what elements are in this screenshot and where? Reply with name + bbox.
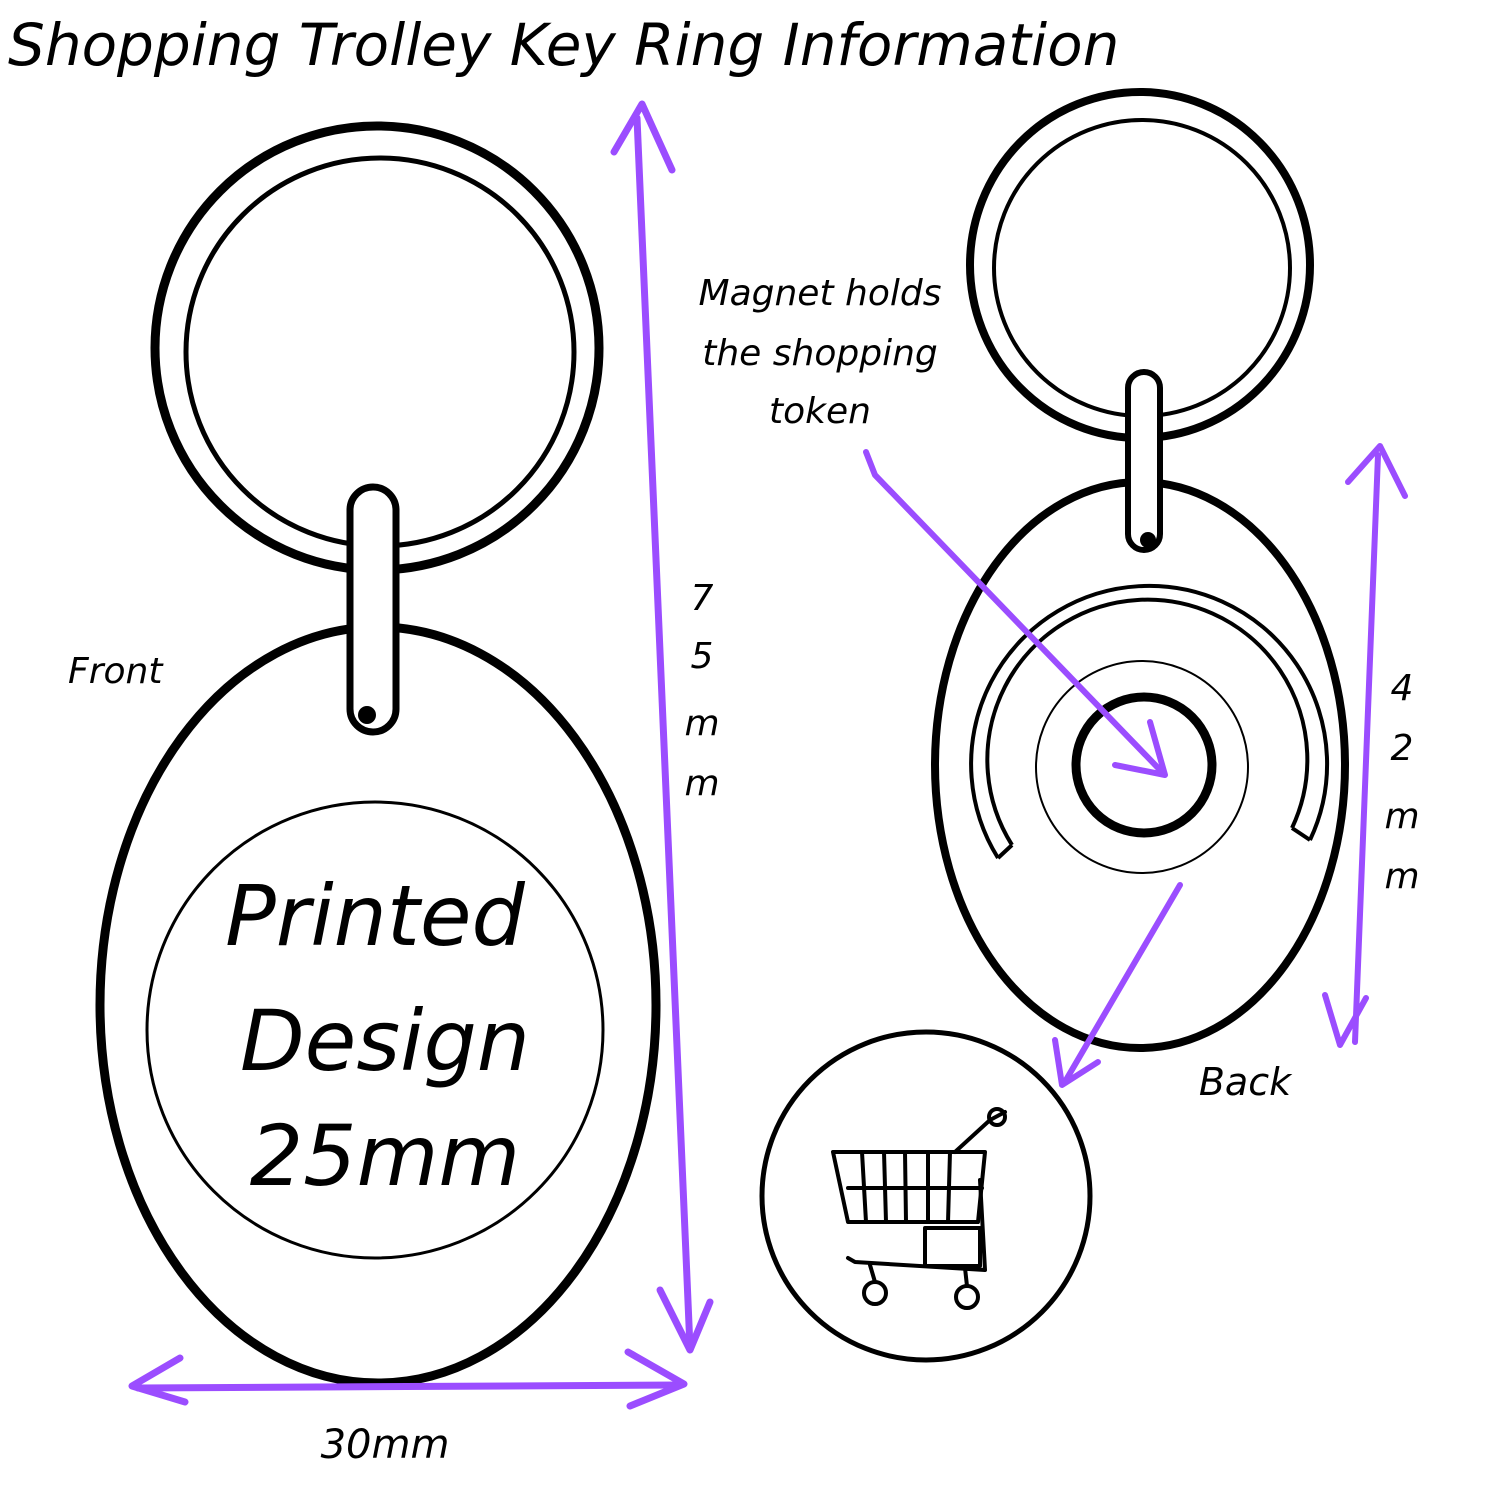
back-link: [1125, 369, 1163, 553]
front-height-arrow: [610, 100, 714, 1354]
shopping-cart-icon: [831, 1107, 1007, 1310]
token-holder-outer-arc: [969, 583, 1330, 860]
token-disc: [759, 1029, 1093, 1363]
back-height-arrow: [1322, 443, 1408, 1048]
back-link-hole: [1140, 532, 1156, 548]
design-line-2: Design: [240, 992, 530, 1090]
magnet-note-line-1: Magnet holds: [699, 273, 942, 314]
back-height-char-2: 2: [1391, 728, 1414, 769]
front-print-area: [145, 800, 605, 1260]
design-line-1: Printed: [225, 867, 525, 965]
magnet: [1071, 692, 1217, 838]
front-width-label: 30mm: [321, 1422, 450, 1468]
back-keyring: [931, 88, 1349, 1052]
front-height-char-1: 7: [691, 578, 714, 619]
front-width-arrow: [128, 1348, 688, 1410]
back-height-char-4: m: [1384, 856, 1419, 897]
back-height-char-3: m: [1384, 796, 1419, 837]
back-tag-body: [931, 478, 1349, 1052]
back-label: Back: [1199, 1060, 1293, 1104]
front-label: Front: [68, 651, 164, 692]
trolley-token: [759, 1029, 1093, 1363]
magnet-note-line-3: token: [769, 391, 871, 432]
token-recess: [1035, 660, 1249, 874]
front-height-char-3: m: [684, 703, 719, 744]
magnet-note-line-2: the shopping: [702, 333, 938, 374]
front-keyring: [95, 121, 661, 1388]
front-link-hole: [358, 706, 376, 724]
token-holder-inner-arc: [985, 597, 1310, 847]
token-pointer-arrow: [1052, 882, 1183, 1088]
diagram-title: Shopping Trolley Key Ring Information: [8, 11, 1119, 79]
front-height-char-2: 5: [691, 636, 714, 677]
back-height-char-1: 4: [1391, 668, 1414, 709]
front-height-char-4: m: [684, 763, 719, 804]
magnet-pointer-arrow: [863, 449, 1168, 778]
design-line-3: 25mm: [250, 1107, 521, 1205]
front-link: [346, 483, 400, 736]
